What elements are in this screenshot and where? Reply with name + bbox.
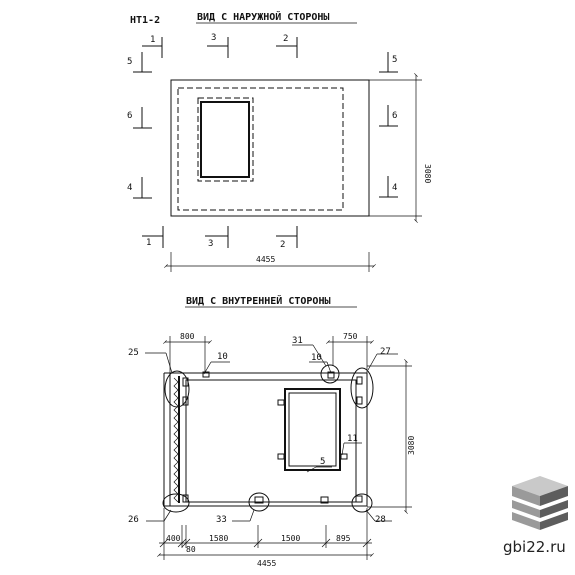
inner-height-dimension: 3080 bbox=[367, 359, 416, 514]
svg-text:6: 6 bbox=[127, 111, 132, 121]
svg-text:400: 400 bbox=[166, 534, 181, 543]
detail-circle-28 bbox=[351, 493, 373, 513]
detail-circle-25 bbox=[164, 370, 190, 408]
svg-text:1: 1 bbox=[146, 238, 151, 248]
svg-text:26: 26 bbox=[128, 515, 139, 525]
outer-section-mark-4-right: 4 bbox=[379, 176, 398, 198]
svg-text:3: 3 bbox=[208, 239, 213, 249]
detail-circle-27 bbox=[350, 367, 374, 409]
gbi22-logo-icon bbox=[512, 476, 568, 530]
callout-27: 27 bbox=[367, 347, 398, 371]
svg-text:27: 27 bbox=[380, 347, 391, 357]
svg-text:5: 5 bbox=[320, 457, 325, 467]
inner-dim-750: 750 bbox=[326, 332, 374, 373]
inner-bottom-dimension-chain: 400 80 1580 1500 895 4455 bbox=[157, 508, 374, 568]
callout-5: 5 bbox=[306, 457, 332, 473]
svg-text:4455: 4455 bbox=[257, 559, 276, 568]
outer-section-mark-6-left: 6 bbox=[127, 107, 152, 129]
callout-31: 31 bbox=[292, 336, 327, 367]
callout-33: 33 bbox=[216, 509, 255, 525]
svg-text:4: 4 bbox=[392, 183, 397, 193]
outer-section-mark-3-top: 3 bbox=[207, 33, 229, 58]
svg-text:11: 11 bbox=[347, 434, 358, 444]
svg-text:800: 800 bbox=[180, 332, 195, 341]
svg-text:3: 3 bbox=[211, 33, 216, 43]
outer-height-dimension: 3080 bbox=[369, 73, 432, 223]
panel-code: НТ1-2 bbox=[130, 15, 160, 26]
callout-11: 11 bbox=[341, 434, 362, 456]
svg-text:5: 5 bbox=[392, 55, 397, 65]
svg-text:4455: 4455 bbox=[256, 255, 275, 264]
svg-text:2: 2 bbox=[283, 34, 288, 44]
outer-panel-dashed-contour bbox=[177, 87, 344, 211]
outer-section-mark-5-right: 5 bbox=[379, 52, 398, 73]
svg-text:3080: 3080 bbox=[407, 436, 416, 455]
outer-window-dashed-contour bbox=[197, 97, 254, 182]
edge-reinforcement bbox=[173, 377, 179, 503]
callout-10-left: 10 bbox=[203, 352, 230, 375]
callout-25: 25 bbox=[128, 348, 173, 374]
callout-10-right: 10 bbox=[309, 353, 332, 374]
svg-text:6: 6 bbox=[392, 111, 397, 121]
svg-text:750: 750 bbox=[343, 332, 358, 341]
inner-window-opening bbox=[277, 388, 348, 471]
outer-section-mark-3-bottom: 3 bbox=[205, 226, 229, 249]
svg-text:895: 895 bbox=[336, 534, 351, 543]
svg-text:4: 4 bbox=[127, 183, 132, 193]
outer-section-mark-2-top: 2 bbox=[276, 34, 298, 58]
svg-text:1: 1 bbox=[150, 35, 155, 45]
outer-section-mark-1-top: 1 bbox=[142, 35, 163, 58]
outer-panel bbox=[170, 79, 370, 217]
detail-circle-26 bbox=[162, 493, 190, 513]
svg-text:3080: 3080 bbox=[423, 164, 432, 183]
outer-section-mark-4-left: 4 bbox=[127, 177, 152, 199]
inner-view-title: ВИД С ВНУТРЕННЕЙ СТОРОНЫ bbox=[186, 294, 331, 307]
inner-dim-800: 800 bbox=[163, 332, 212, 373]
outer-section-mark-1-bottom: 1 bbox=[142, 226, 164, 248]
svg-text:31: 31 bbox=[292, 336, 303, 346]
svg-text:80: 80 bbox=[186, 545, 196, 554]
outer-section-mark-5-left: 5 bbox=[127, 52, 152, 73]
outer-view-title: ВИД С НАРУЖНОЙ СТОРОНЫ bbox=[197, 10, 329, 23]
detail-circle-33 bbox=[248, 492, 270, 512]
svg-text:1500: 1500 bbox=[281, 534, 300, 543]
site-watermark: gbi22.ru bbox=[503, 538, 566, 556]
callout-26: 26 bbox=[128, 509, 172, 525]
outer-section-mark-6-right: 6 bbox=[379, 105, 398, 127]
svg-text:1580: 1580 bbox=[209, 534, 228, 543]
svg-text:2: 2 bbox=[280, 240, 285, 250]
svg-text:28: 28 bbox=[375, 515, 386, 525]
svg-text:10: 10 bbox=[311, 353, 322, 363]
svg-text:25: 25 bbox=[128, 348, 139, 358]
svg-text:33: 33 bbox=[216, 515, 227, 525]
outer-width-dimension: 4455 bbox=[164, 252, 376, 272]
svg-text:10: 10 bbox=[217, 352, 228, 362]
svg-text:5: 5 bbox=[127, 57, 132, 67]
outer-window-opening bbox=[200, 101, 250, 178]
outer-section-mark-2-bottom: 2 bbox=[276, 226, 298, 250]
callout-28: 28 bbox=[365, 509, 392, 525]
detail-circle-31 bbox=[320, 364, 340, 384]
inner-panel bbox=[163, 371, 368, 507]
